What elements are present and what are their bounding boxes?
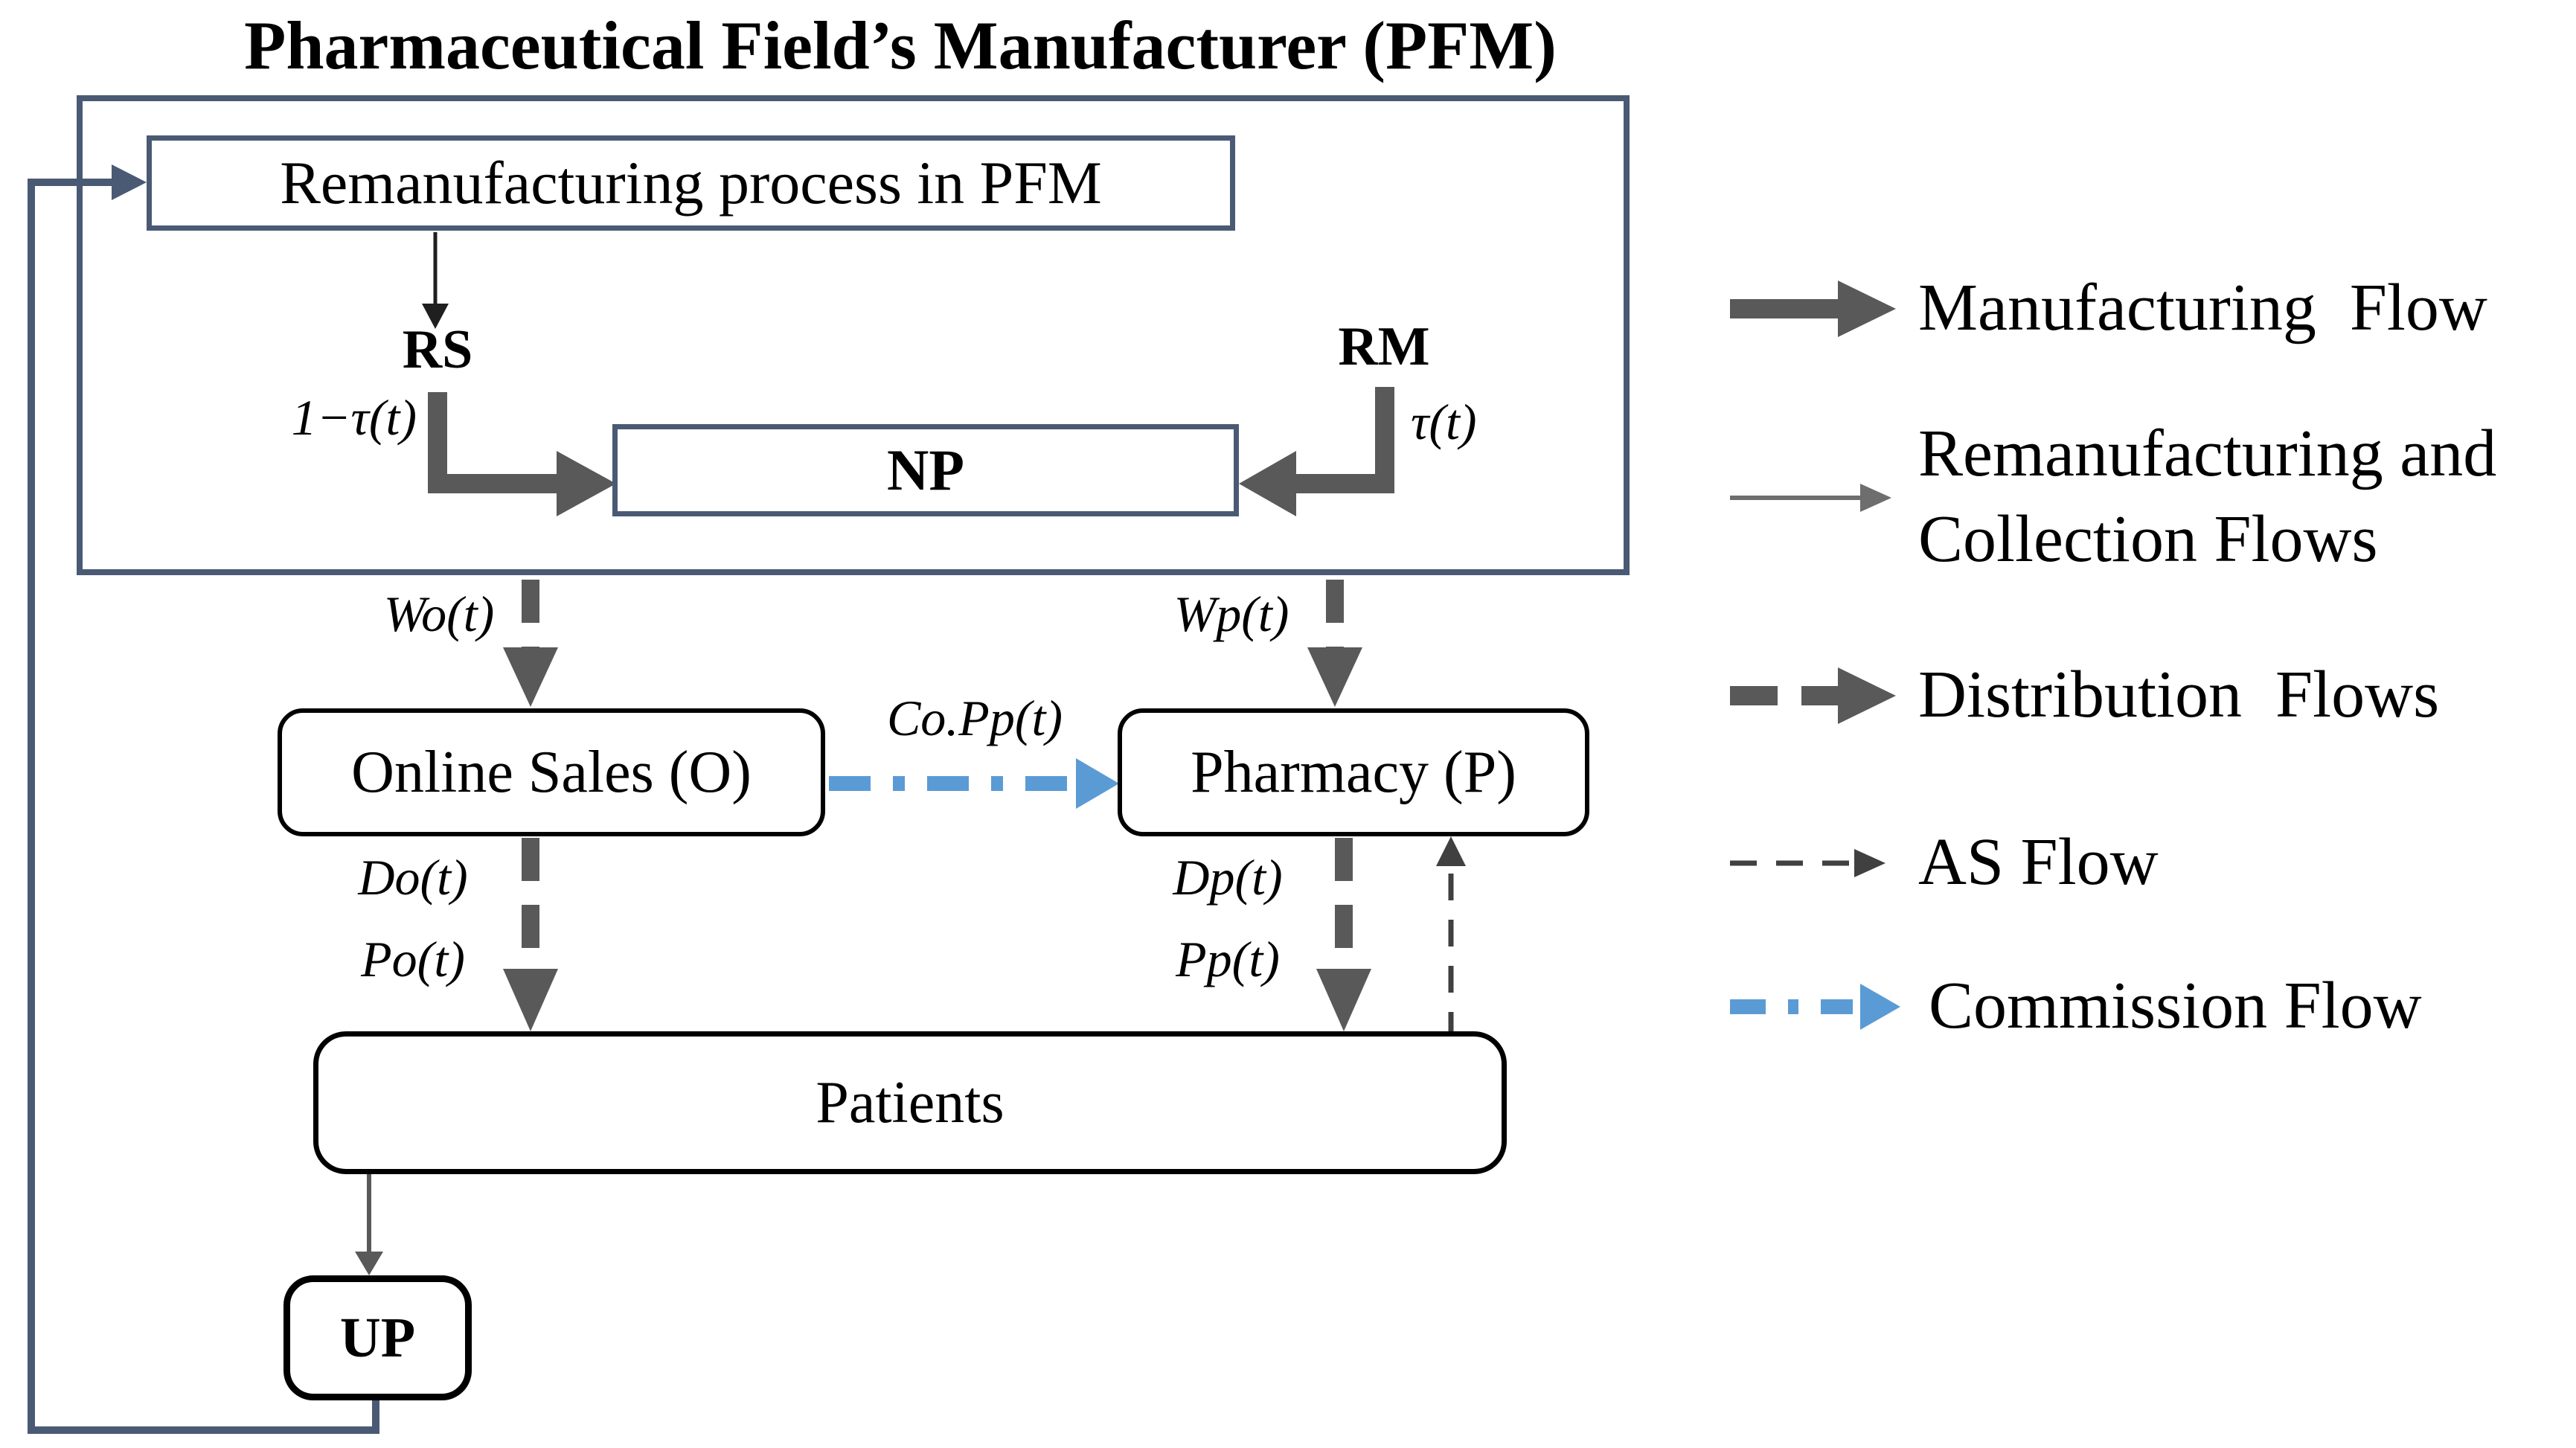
- pfm-container-box: [77, 95, 1630, 575]
- legend-distribution-arrow: [1730, 667, 1896, 724]
- wp-distribution-arrow: [1307, 580, 1362, 707]
- do-po-distribution-arrow: [503, 838, 558, 1031]
- do-label: Do(t): [358, 849, 468, 906]
- remanufacturing-to-rs-arrow: [422, 232, 449, 329]
- legend-as-label: AS Flow: [1918, 825, 2159, 899]
- legend-manufacturing-arrow: [1730, 281, 1896, 337]
- patients-to-up-arrow: [355, 1174, 383, 1275]
- dp-label: Dp(t): [1173, 849, 1283, 906]
- rs-label: RS: [402, 319, 473, 380]
- online-sales-box: Online Sales (O): [278, 708, 825, 836]
- rs-to-np-arrow: [428, 392, 616, 516]
- pp-label: Pp(t): [1176, 931, 1280, 987]
- pharmacy-box: Pharmacy (P): [1118, 708, 1589, 836]
- up-box: UP: [283, 1275, 472, 1400]
- dp-pp-distribution-arrow: [1316, 838, 1371, 1031]
- legend-remanufacturing-label: Remanufacturing and Collection Flows: [1918, 417, 2513, 576]
- legend-manufacturing-label: Manufacturing Flow: [1918, 271, 2487, 345]
- collection-loop-arrow: [28, 164, 379, 1434]
- po-label: Po(t): [361, 931, 465, 987]
- tau-complement-label: 1−τ(t): [291, 389, 417, 446]
- commission-arrow: [829, 758, 1119, 809]
- co-pp-label: Co.Pp(t): [886, 690, 1063, 746]
- rm-to-np-arrow: [1239, 387, 1394, 516]
- rm-label: RM: [1338, 316, 1430, 377]
- as-flow-arrow: [1436, 836, 1466, 1039]
- np-box: NP: [612, 424, 1239, 516]
- patients-box: Patients: [313, 1031, 1507, 1174]
- legend-commission-label: Commission Flow: [1929, 969, 2422, 1042]
- tau-label: τ(t): [1411, 394, 1477, 450]
- legend-as-arrow: [1730, 849, 1885, 877]
- legend-remanufacturing-arrow: [1730, 484, 1891, 512]
- wo-distribution-arrow: [503, 580, 558, 707]
- legend-distribution-label: Distribution Flows: [1918, 658, 2440, 731]
- legend-commission-arrow: [1730, 984, 1900, 1030]
- wo-label: Wo(t): [383, 586, 495, 642]
- wp-label: Wp(t): [1173, 586, 1289, 642]
- remanufacturing-process-box: Remanufacturing process in PFM: [147, 135, 1235, 231]
- diagram-title: Pharmaceutical Field’s Manufacturer (PFM…: [244, 7, 1557, 83]
